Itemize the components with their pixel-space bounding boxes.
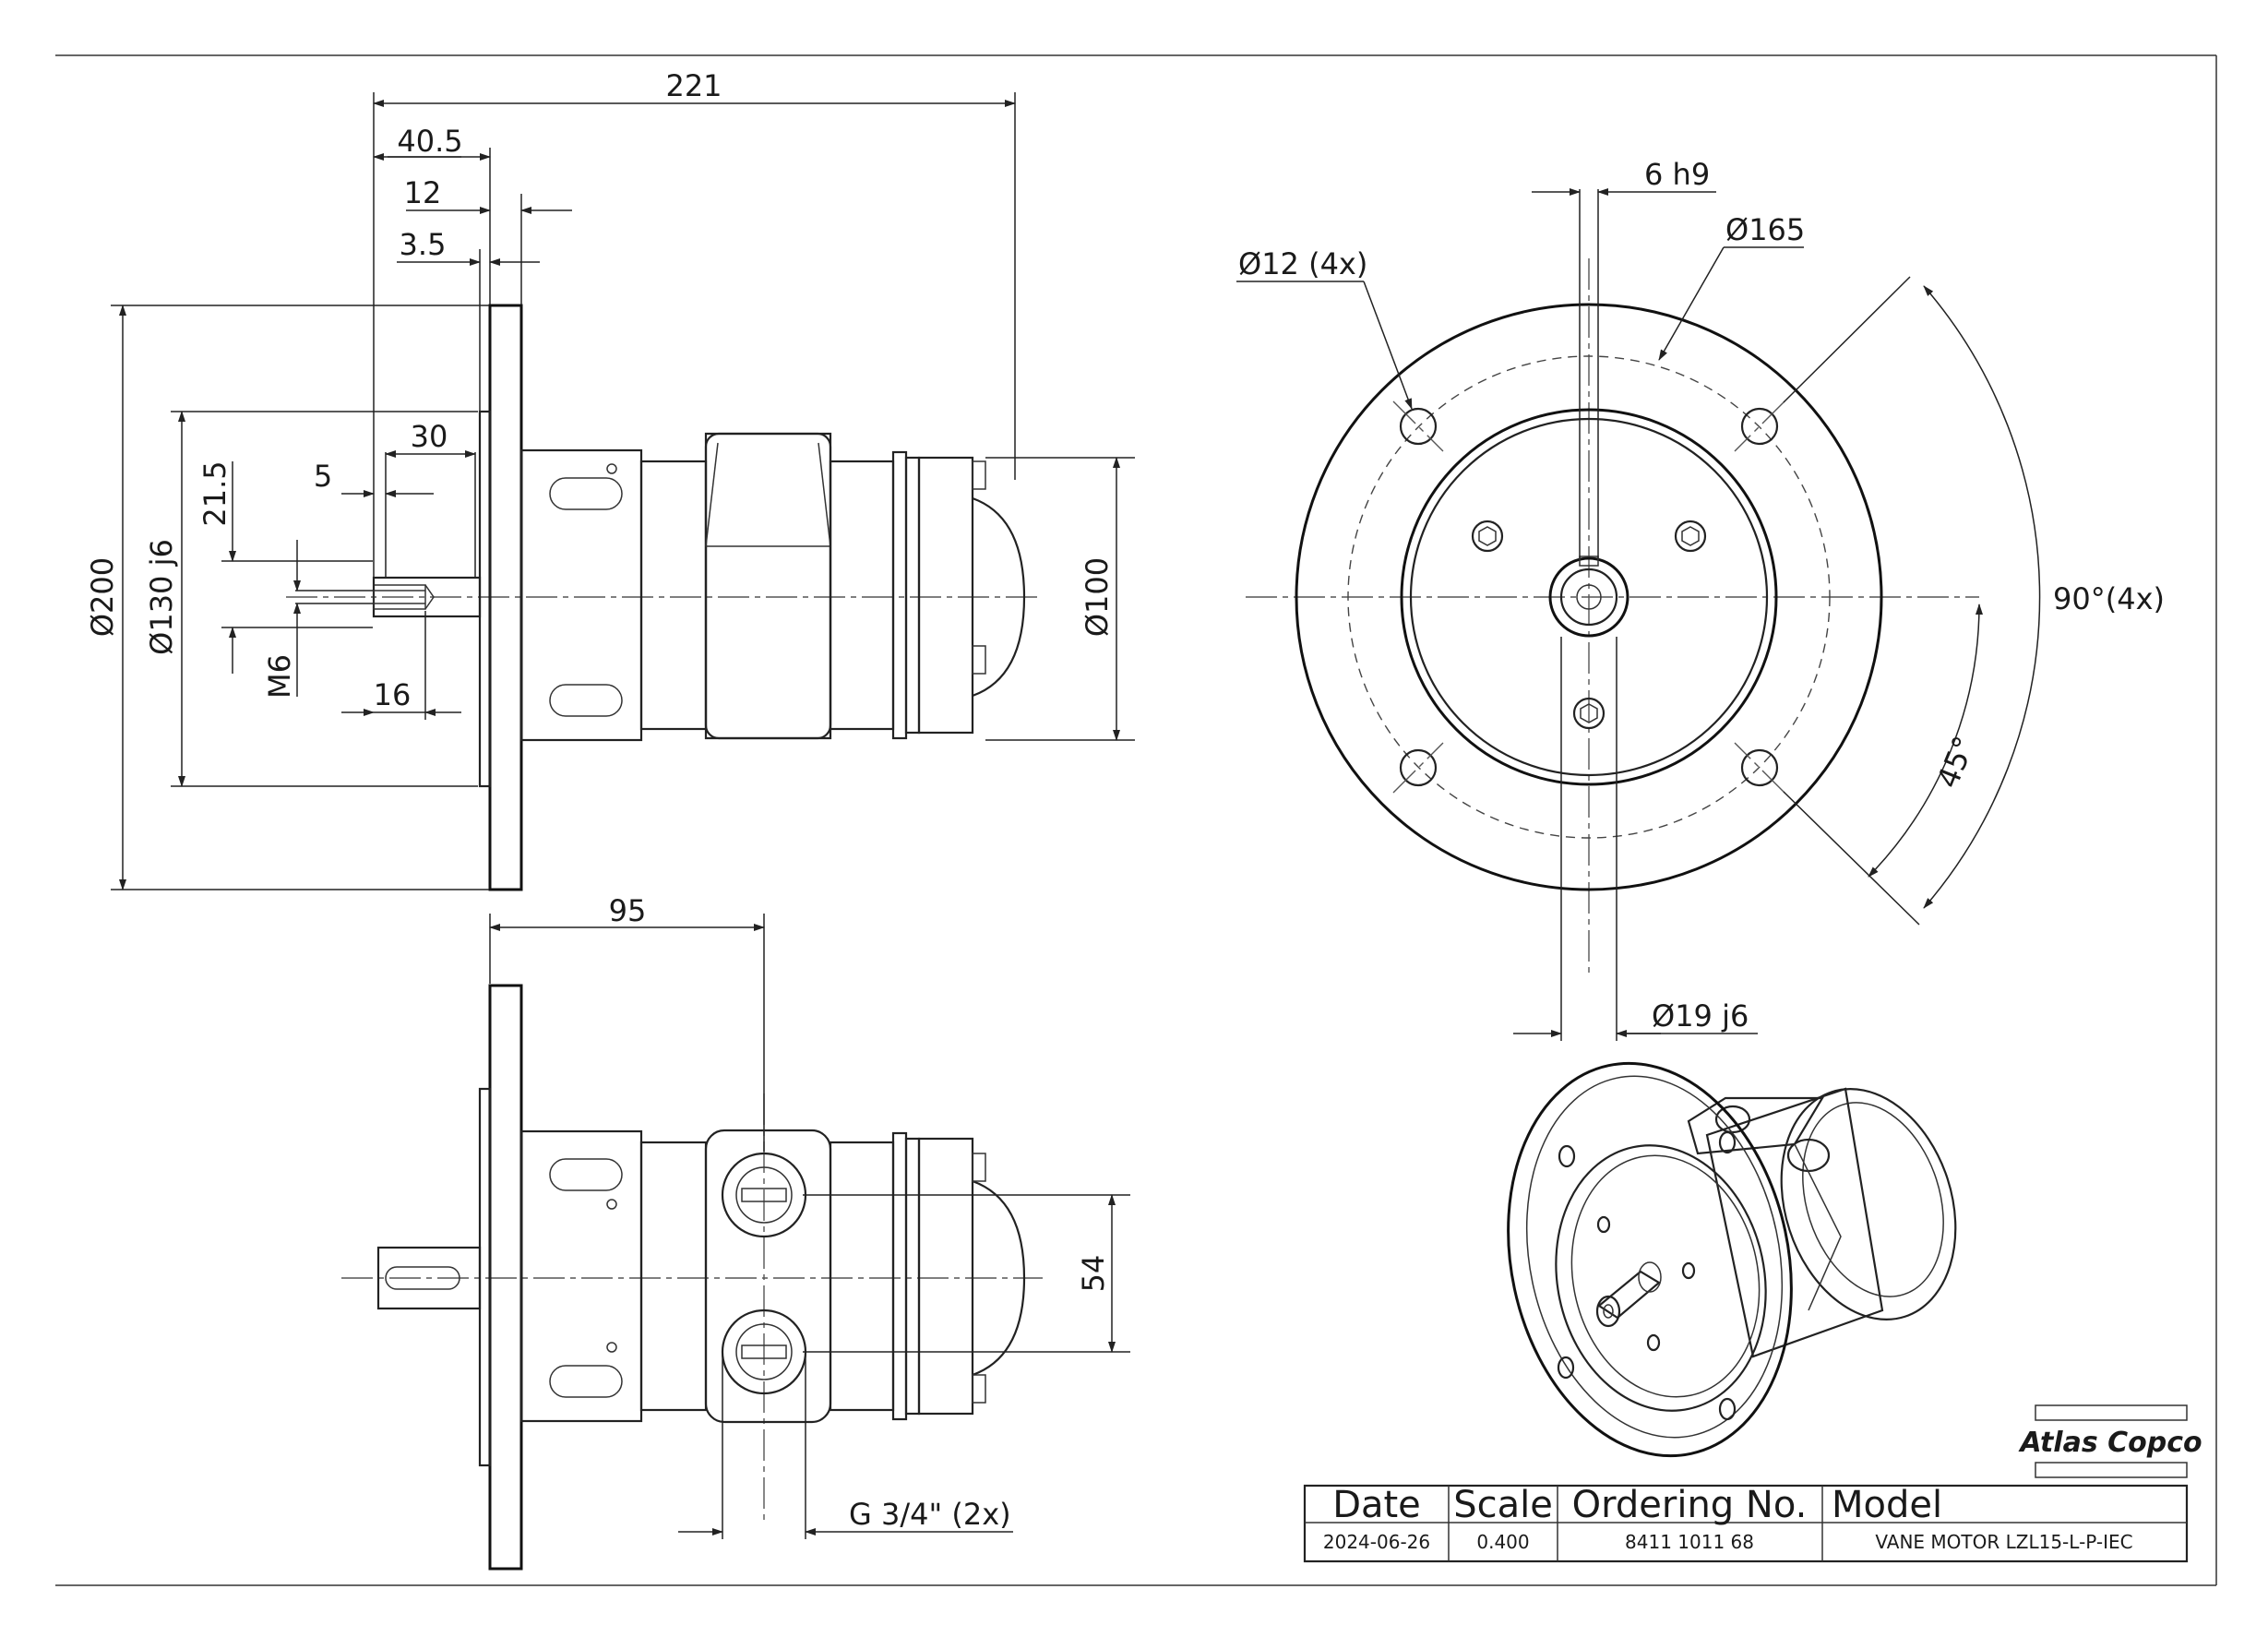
front-view-dimensions: 95 54 G 3/4" (2x)	[489, 893, 1130, 1539]
dim-port-spacing: 54	[1076, 1255, 1111, 1293]
end-view	[1246, 189, 1979, 1041]
dim-overall-length: 221	[665, 68, 722, 103]
dim-flange-to-shoulder: 40.5	[397, 124, 462, 159]
title-block-date-header: Date	[1332, 1484, 1421, 1526]
brand-logo: Atlas Copco	[2018, 1404, 2202, 1478]
dim-thread: M6	[262, 654, 297, 699]
front-view	[341, 984, 1043, 1571]
side-view-dimensions: 221 40.5 12 3.5 Ø200 Ø130 j6 30	[85, 68, 1135, 890]
dim-bolt-holes: Ø12 (4x)	[1238, 246, 1367, 281]
dim-spigot-diameter: Ø130 j6	[144, 539, 179, 655]
dim-flange-diameter: Ø200	[85, 557, 120, 637]
dim-angle-offset: 45°	[1930, 731, 1982, 793]
title-block-ordering-value: 8411 1011 68	[1625, 1531, 1754, 1553]
title-block-scale-header: Scale	[1453, 1484, 1553, 1526]
dim-bolt-circle: Ø165	[1725, 212, 1805, 247]
title-block-scale-value: 0.400	[1476, 1531, 1529, 1553]
title-block-ordering-header: Ordering No.	[1572, 1484, 1808, 1526]
dim-keyway-length: 30	[411, 419, 448, 454]
isometric-view	[1507, 1061, 1957, 1458]
sheet-border	[55, 54, 2217, 1586]
dim-spigot: 3.5	[400, 227, 447, 262]
dim-port-offset: 95	[609, 893, 647, 928]
dim-shaft-diameter: Ø19 j6	[1652, 998, 1749, 1034]
title-block-model-value: VANE MOTOR LZL15-L-P-IEC	[1875, 1531, 2132, 1553]
dim-flange-thickness: 12	[404, 175, 442, 210]
dim-angle-spacing: 90°(4x)	[2053, 581, 2165, 616]
title-block-model-header: Model	[1832, 1484, 1942, 1526]
dim-key-width: 6 h9	[1644, 157, 1710, 192]
flange-circle	[1295, 303, 1883, 891]
bolt-circle	[1347, 355, 1831, 839]
dim-thread-depth: 16	[374, 677, 412, 712]
dim-key-offset: 5	[314, 459, 332, 494]
brand-name: Atlas Copco	[2018, 1427, 2202, 1459]
dim-port-thread: G 3/4" (2x)	[849, 1497, 1011, 1532]
side-view	[286, 304, 1043, 891]
end-view-dimensions: 6 h9 Ø165 Ø12 (4x) 90°(4x) 45° Ø19 j6	[1236, 157, 2165, 1037]
title-block: Date Scale Ordering No. Model 2024-06-26…	[1303, 1484, 2189, 1563]
dim-key-height: 21.5	[197, 460, 233, 526]
title-block-date-value: 2024-06-26	[1323, 1531, 1430, 1553]
dim-body-diameter: Ø100	[1080, 557, 1115, 637]
